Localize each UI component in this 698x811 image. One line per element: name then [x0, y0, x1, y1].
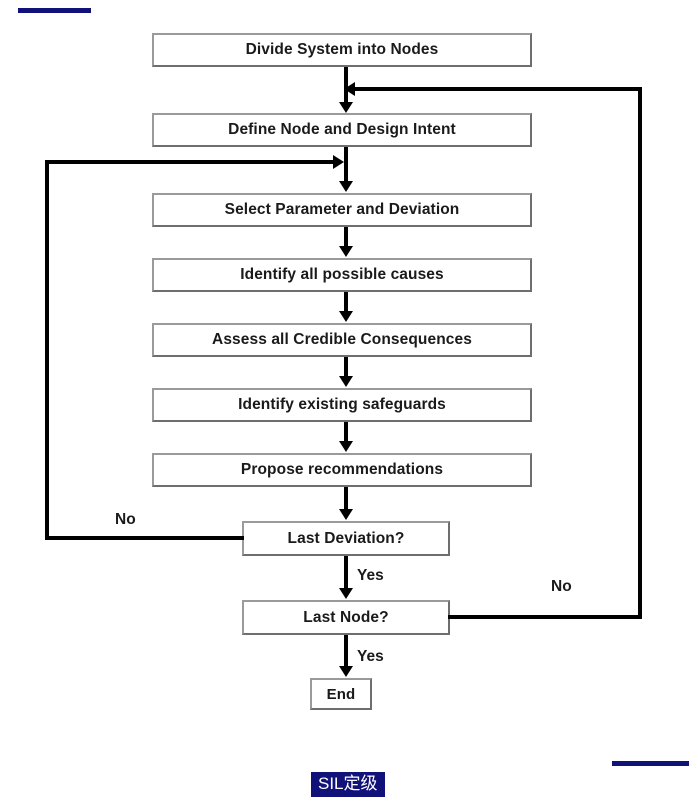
- node-divide-system-into-nodes[interactable]: Divide System into Nodes: [152, 33, 532, 67]
- arrowhead-recommend-to-last-deviation: [339, 509, 353, 520]
- arrowhead-last-deviation-to-last-node: [339, 588, 353, 599]
- top-left-accent-rule: [18, 8, 91, 13]
- bottom-right-accent-rule: [612, 761, 689, 766]
- node-select-parameter-and-deviation[interactable]: Select Parameter and Deviation: [152, 193, 532, 227]
- node-end[interactable]: End: [310, 678, 372, 710]
- loop-deviation-no-bottom-segment: [45, 536, 244, 540]
- arrowhead-select-to-causes: [339, 246, 353, 257]
- loop-deviation-no-vertical-segment: [45, 160, 49, 540]
- node-define-node-and-design-intent[interactable]: Define Node and Design Intent: [152, 113, 532, 147]
- caption-sil-rating: SIL定级: [311, 772, 385, 797]
- connector-causes-to-consequences: [344, 292, 348, 312]
- edge-label-deviation-no: No: [115, 511, 136, 528]
- loop-node-no-vertical-segment: [638, 87, 642, 619]
- edge-label-node-yes: Yes: [357, 648, 384, 665]
- arrowhead-causes-to-consequences: [339, 311, 353, 322]
- connector-consequences-to-safeguards: [344, 357, 348, 377]
- arrowhead-define-to-select: [339, 181, 353, 192]
- arrowhead-divide-to-define: [339, 102, 353, 113]
- connector-select-to-causes: [344, 227, 348, 247]
- node-assess-all-credible-consequences[interactable]: Assess all Credible Consequences: [152, 323, 532, 357]
- connector-last-deviation-to-last-node: [344, 556, 348, 588]
- edge-label-deviation-yes: Yes: [357, 567, 384, 584]
- node-identify-existing-safeguards[interactable]: Identify existing safeguards: [152, 388, 532, 422]
- arrowhead-consequences-to-safeguards: [339, 376, 353, 387]
- arrowhead-loop-deviation-no: [333, 155, 344, 169]
- connector-safeguards-to-recommend: [344, 422, 348, 442]
- connector-last-node-to-end: [344, 635, 348, 666]
- connector-recommend-to-last-deviation: [344, 487, 348, 510]
- loop-node-no-bottom-segment: [448, 615, 642, 619]
- arrowhead-safeguards-to-recommend: [339, 441, 353, 452]
- loop-deviation-no-top-segment: [45, 160, 336, 164]
- edge-label-node-no: No: [551, 578, 572, 595]
- node-last-node-decision[interactable]: Last Node?: [242, 600, 450, 635]
- connector-define-to-select: [344, 147, 348, 181]
- node-propose-recommendations[interactable]: Propose recommendations: [152, 453, 532, 487]
- node-identify-all-possible-causes[interactable]: Identify all possible causes: [152, 258, 532, 292]
- loop-node-no-top-segment: [355, 87, 642, 91]
- node-last-deviation-decision[interactable]: Last Deviation?: [242, 521, 450, 556]
- arrowhead-last-node-to-end: [339, 666, 353, 677]
- arrowhead-loop-node-no: [344, 82, 355, 96]
